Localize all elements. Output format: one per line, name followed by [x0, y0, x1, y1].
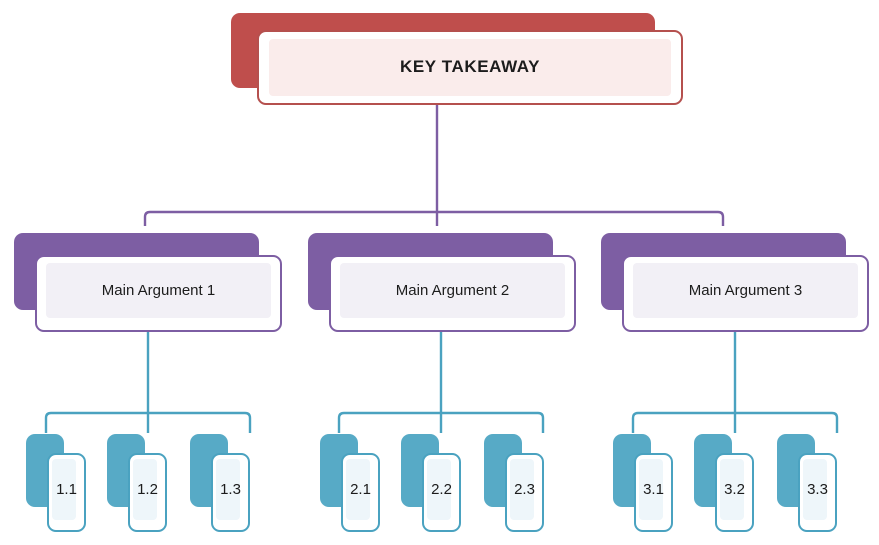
sub-3-3-label: 3.3 — [807, 481, 828, 498]
connector-branch2-bus — [337, 411, 545, 433]
main-argument-2-label: Main Argument 2 — [395, 282, 510, 299]
node-sub-1-3[interactable]: 1.3 — [190, 434, 250, 532]
connector-branch1-bus — [44, 411, 252, 433]
sub-1-2-label: 1.2 — [137, 481, 158, 498]
node-sub-1-2[interactable]: 1.2 — [107, 434, 167, 532]
node-main-argument-3[interactable]: Main Argument 3 — [601, 233, 869, 332]
node-sub-2-3[interactable]: 2.3 — [484, 434, 544, 532]
main-argument-2-inner-fill — [340, 263, 565, 318]
node-sub-3-3[interactable]: 3.3 — [777, 434, 837, 532]
main-argument-3-label: Main Argument 3 — [688, 282, 803, 299]
sub-3-2-label: 3.2 — [724, 481, 745, 498]
key-takeaway-label: KEY TAKEAWAY — [399, 57, 541, 76]
sub-3-1-label: 3.1 — [643, 481, 664, 498]
node-key-takeaway[interactable]: KEY TAKEAWAY — [231, 13, 683, 105]
sub-1-3-inner-fill — [216, 459, 240, 520]
connector-level2-bus — [143, 210, 725, 226]
node-sub-1-1[interactable]: 1.1 — [26, 434, 86, 532]
node-sub-3-2[interactable]: 3.2 — [694, 434, 754, 532]
sub-1-1-label: 1.1 — [56, 481, 77, 498]
sub-2-1-inner-fill — [346, 459, 370, 520]
sub-3-2-inner-fill — [720, 459, 744, 520]
sub-2-2-inner-fill — [427, 459, 451, 520]
node-main-argument-2[interactable]: Main Argument 2 — [308, 233, 576, 332]
sub-3-1-inner-fill — [639, 459, 663, 520]
sub-1-2-inner-fill — [133, 459, 157, 520]
node-sub-2-1[interactable]: 2.1 — [320, 434, 380, 532]
sub-3-3-inner-fill — [803, 459, 827, 520]
sub-1-3-label: 1.3 — [220, 481, 241, 498]
main-argument-1-inner-fill — [46, 263, 271, 318]
node-sub-3-1[interactable]: 3.1 — [613, 434, 673, 532]
sub-2-3-inner-fill — [510, 459, 534, 520]
node-sub-2-2[interactable]: 2.2 — [401, 434, 461, 532]
node-main-argument-1[interactable]: Main Argument 1 — [14, 233, 282, 332]
sub-1-1-inner-fill — [52, 459, 76, 520]
sub-2-3-label: 2.3 — [514, 481, 535, 498]
main-argument-1-label: Main Argument 1 — [101, 282, 216, 299]
key-takeaway-inner-fill — [269, 39, 671, 96]
main-argument-3-inner-fill — [633, 263, 858, 318]
sub-2-2-label: 2.2 — [431, 481, 452, 498]
sub-2-1-label: 2.1 — [350, 481, 371, 498]
connector-branch3-bus — [631, 411, 839, 433]
